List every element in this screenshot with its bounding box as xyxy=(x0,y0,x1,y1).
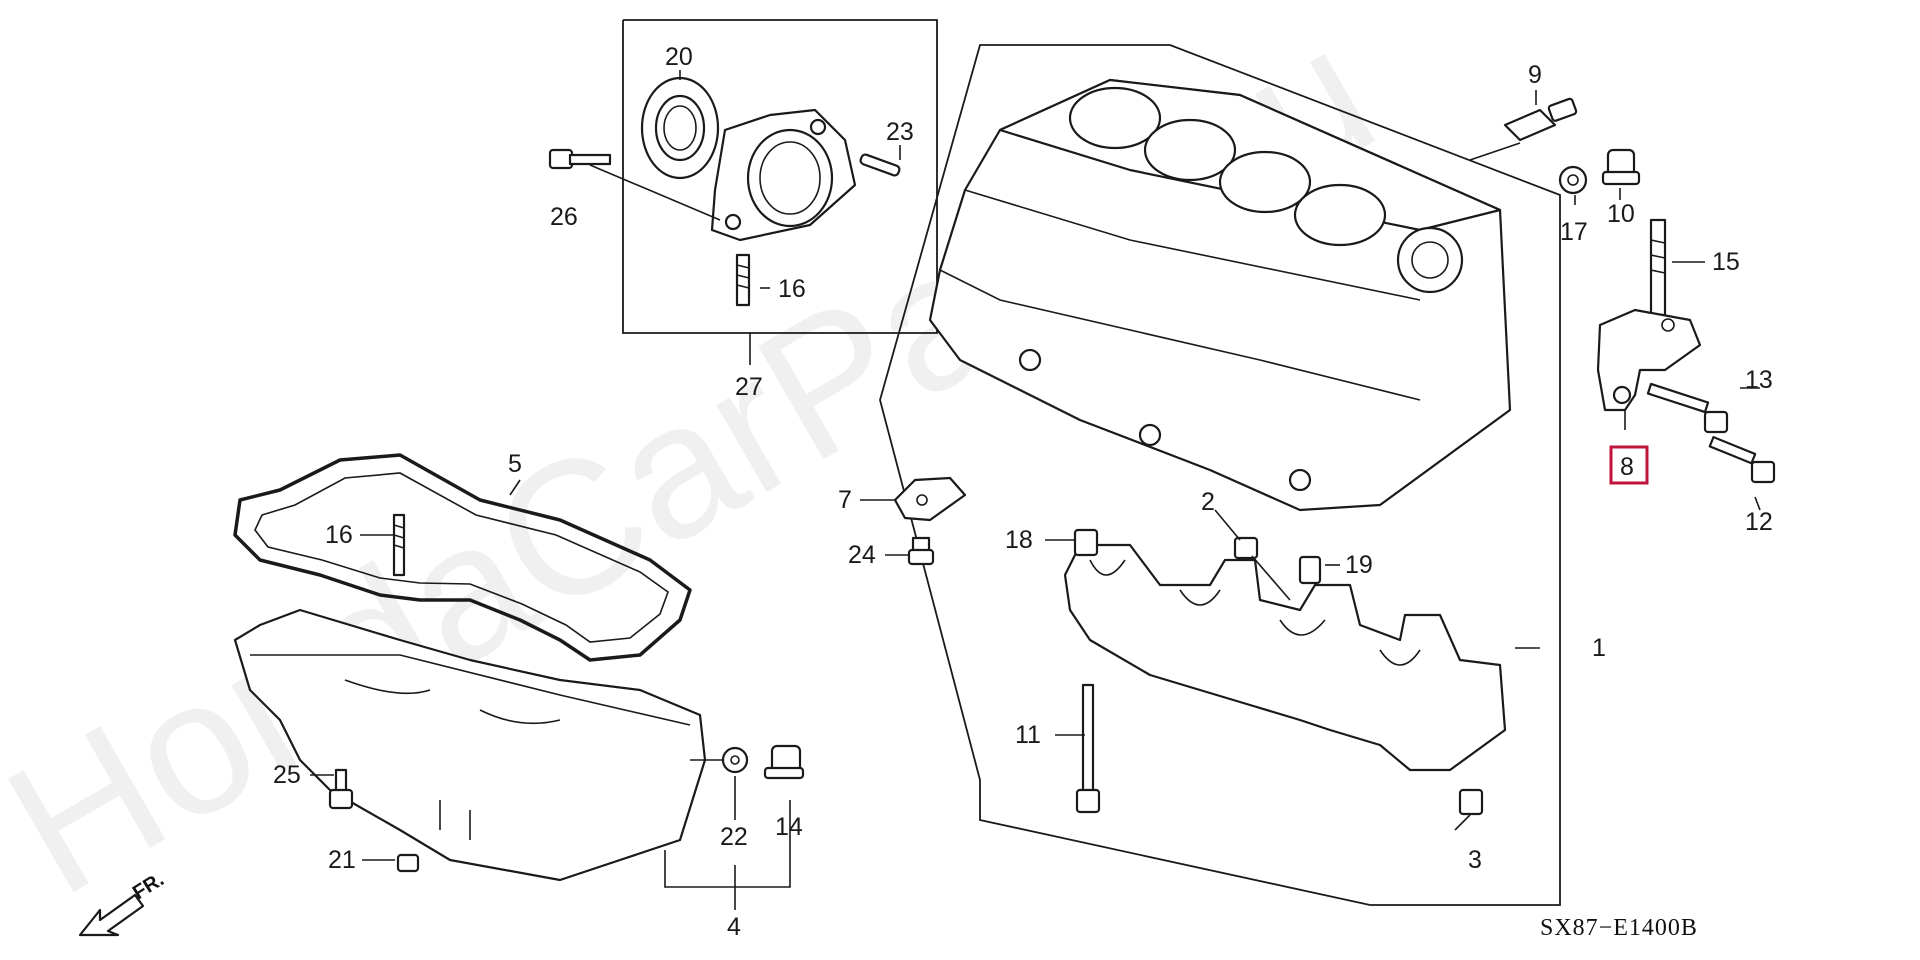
callout-25[interactable]: 25 xyxy=(273,761,301,789)
callout-19[interactable]: 19 xyxy=(1345,551,1373,579)
stud-15[interactable] xyxy=(1649,218,1667,317)
callout-5[interactable]: 5 xyxy=(508,450,522,478)
block-assembly-outline xyxy=(879,44,1561,906)
bolt-24[interactable] xyxy=(907,536,935,566)
bolt-3[interactable] xyxy=(1458,788,1484,816)
callout-labels: 20 23 26 16 27 9 17 10 15 13 8 12 1 2 19… xyxy=(273,43,1773,941)
callout-16-lower[interactable]: 16 xyxy=(325,521,353,549)
callout-7[interactable]: 7 xyxy=(838,486,852,514)
callout-26[interactable]: 26 xyxy=(550,203,578,231)
callout-3[interactable]: 3 xyxy=(1468,846,1482,874)
callout-2[interactable]: 2 xyxy=(1201,488,1215,516)
callout-17[interactable]: 17 xyxy=(1560,218,1588,246)
callout-18[interactable]: 18 xyxy=(1005,526,1033,554)
callout-22[interactable]: 22 xyxy=(720,823,748,851)
bolt-11[interactable] xyxy=(1075,683,1101,814)
bolt-12[interactable] xyxy=(1708,436,1776,484)
mounting-bracket-8[interactable] xyxy=(1596,308,1702,412)
bolt-13[interactable] xyxy=(1646,382,1729,434)
cylinder-block[interactable] xyxy=(928,78,1512,512)
nut-21[interactable] xyxy=(396,853,420,873)
bolt-2[interactable] xyxy=(1233,536,1291,601)
callout-23[interactable]: 23 xyxy=(886,118,914,146)
callout-21[interactable]: 21 xyxy=(328,846,356,874)
callout-1[interactable]: 1 xyxy=(1592,634,1606,662)
callout-13[interactable]: 13 xyxy=(1745,366,1773,394)
leader-lines xyxy=(310,70,1761,910)
callout-4[interactable]: 4 xyxy=(727,913,741,941)
oil-seal-group-outline xyxy=(622,19,938,334)
oil-pan-gasket-5[interactable] xyxy=(233,453,692,662)
callout-11[interactable]: 11 xyxy=(1015,721,1041,749)
oil-seal-housing[interactable] xyxy=(710,108,857,242)
callout-14[interactable]: 14 xyxy=(775,813,803,841)
dowel-19[interactable] xyxy=(1298,555,1322,585)
stud-16-upper[interactable] xyxy=(735,253,751,307)
rear-oil-seal[interactable] xyxy=(640,76,720,180)
callout-15[interactable]: 15 xyxy=(1712,248,1740,276)
bearing-cap-bridge[interactable] xyxy=(1063,543,1507,772)
bracket-7[interactable] xyxy=(893,476,967,522)
callout-8[interactable]: 8 xyxy=(1620,453,1634,481)
bolt-26[interactable] xyxy=(548,148,612,170)
highlight-box-part-8 xyxy=(1609,445,1649,485)
callout-12[interactable]: 12 xyxy=(1745,508,1773,536)
drain-plug-14[interactable] xyxy=(763,744,805,780)
dowel-18[interactable] xyxy=(1073,528,1099,557)
dowel-pin-23[interactable] xyxy=(859,153,901,177)
callout-24[interactable]: 24 xyxy=(848,541,876,569)
washer-22[interactable] xyxy=(721,746,749,774)
washer-17[interactable] xyxy=(1558,165,1588,195)
callout-9[interactable]: 9 xyxy=(1528,61,1542,89)
sensor-9[interactable] xyxy=(1503,97,1578,142)
plug-10[interactable] xyxy=(1601,148,1641,186)
callout-27[interactable]: 27 xyxy=(735,373,763,401)
stud-16-lower[interactable] xyxy=(392,513,406,577)
callout-20[interactable]: 20 xyxy=(665,43,693,71)
callout-10[interactable]: 10 xyxy=(1607,200,1635,228)
bolt-25[interactable] xyxy=(328,768,354,810)
oil-pan-4[interactable] xyxy=(233,608,707,882)
callout-16-upper[interactable]: 16 xyxy=(778,275,806,303)
diagram-code: SX87−E1400B xyxy=(1540,915,1698,941)
